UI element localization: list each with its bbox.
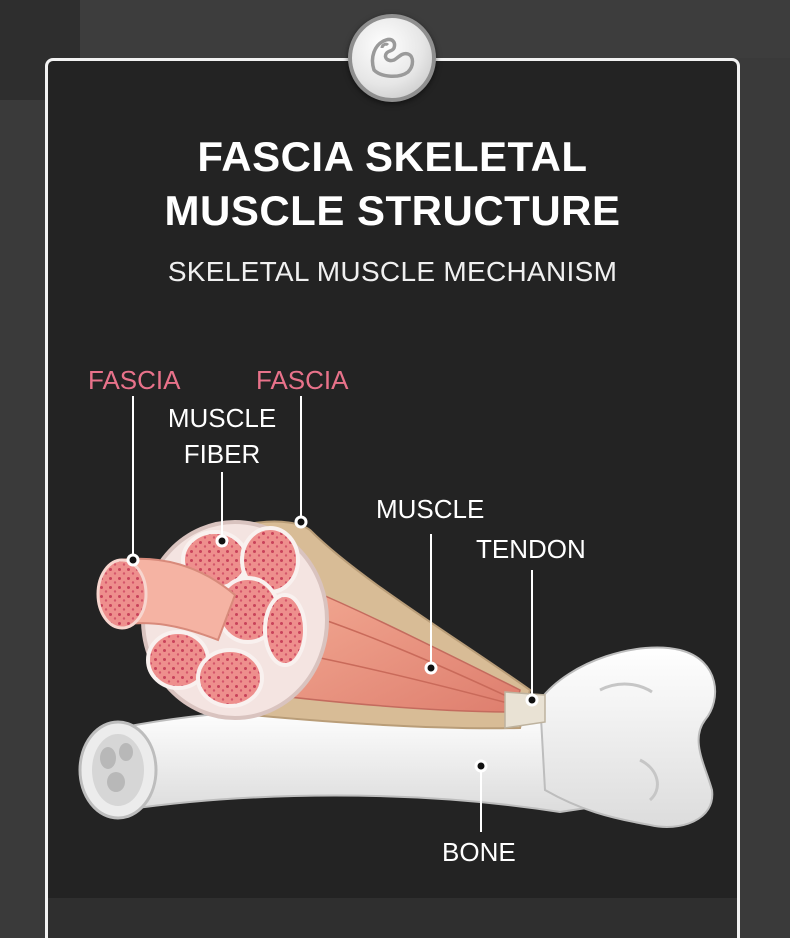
leader-dots	[126, 515, 539, 773]
label-tendon: TENDON	[476, 534, 586, 564]
label-fascia-right: FASCIA	[256, 365, 349, 395]
leader-lines	[132, 396, 533, 832]
label-bone: BONE	[442, 837, 516, 867]
label-muscle-fiber: MUSCLE FIBER	[160, 400, 284, 472]
label-muscle: MUSCLE	[376, 494, 485, 524]
bone-head	[538, 646, 717, 828]
label-fascia-left: FASCIA	[88, 365, 181, 395]
brand-badge	[348, 14, 436, 102]
title-line-1: FASCIA SKELETAL	[197, 133, 588, 180]
title-line-2: MUSCLE STRUCTURE	[164, 187, 621, 234]
muscle-fiber-bundle	[119, 557, 237, 642]
label-muscle-fiber-line1: MUSCLE	[167, 403, 277, 433]
tendon	[504, 691, 546, 729]
fiber-bundle-end	[96, 558, 148, 630]
page-subtitle: SKELETAL MUSCLE MECHANISM	[167, 256, 618, 287]
label-muscle-fiber-line2: FIBER	[183, 439, 261, 469]
page-title: FASCIA SKELETAL MUSCLE STRUCTURE	[45, 130, 740, 238]
flexed-arm-icon	[370, 37, 415, 78]
fascicle-group	[146, 526, 307, 708]
